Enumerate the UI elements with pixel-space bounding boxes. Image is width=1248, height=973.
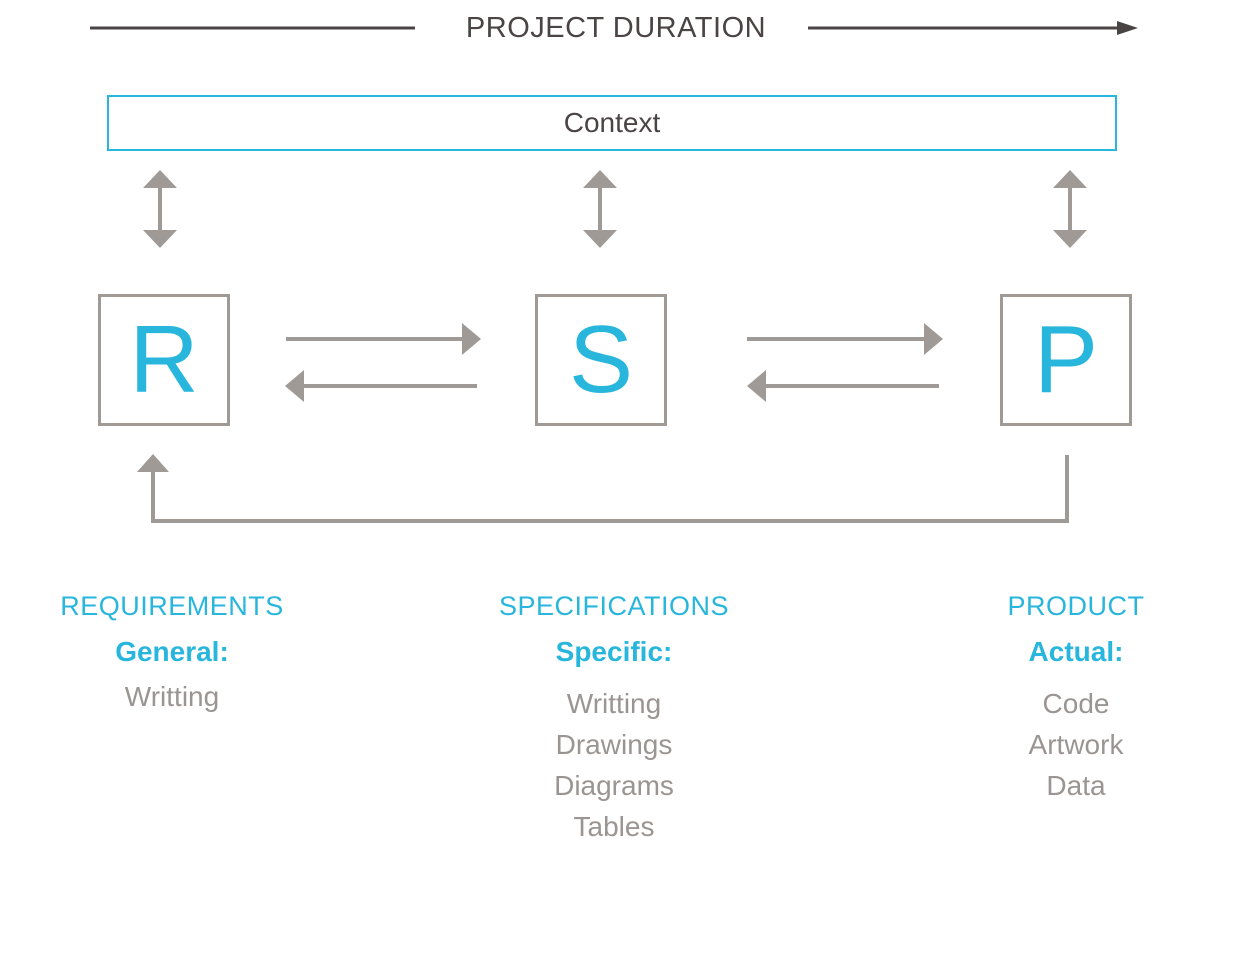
specifications-subheading: Specific: (555, 636, 673, 667)
specifications-column: SPECIFICATIONS Specific: Writting Drawin… (454, 588, 774, 847)
specifications-item: Tables (573, 811, 655, 842)
context-box (107, 95, 1117, 151)
s-to-r-arrow (285, 370, 477, 402)
context-label: Context (563, 107, 661, 138)
s-to-p-arrow (747, 323, 943, 355)
product-heading: PRODUCT (1007, 591, 1145, 621)
node-p-box (1000, 294, 1132, 426)
requirements-heading: REQUIREMENTS (60, 591, 284, 621)
duration-arrowhead (1117, 21, 1138, 35)
node-p-letter: P (1033, 306, 1099, 413)
requirements-column: REQUIREMENTS General: Writting (12, 588, 332, 717)
context-p-double-arrow (1053, 170, 1087, 248)
p-to-s-arrow (747, 370, 939, 402)
specifications-heading: SPECIFICATIONS (498, 591, 730, 621)
product-item: Artwork (1028, 729, 1124, 760)
node-r-box (98, 294, 230, 426)
product-item: Data (1046, 770, 1106, 801)
context-r-double-arrow (143, 170, 177, 248)
product-subheading: Actual: (1028, 636, 1124, 667)
specifications-item: Diagrams (554, 770, 674, 801)
node-r-letter: R (129, 306, 199, 413)
product-item: Code (1042, 688, 1110, 719)
specifications-item: Writting (566, 688, 662, 719)
context-s-double-arrow (583, 170, 617, 248)
requirements-subheading: General: (115, 636, 229, 667)
r-to-s-arrow (286, 323, 481, 355)
project-duration-title: PROJECT DURATION (465, 12, 767, 44)
node-s-box (535, 294, 667, 426)
requirements-item: Writting (124, 681, 220, 712)
product-column: PRODUCT Actual: Code Artwork Data (916, 588, 1236, 806)
specifications-item: Drawings (555, 729, 673, 760)
node-s-letter: S (568, 306, 634, 413)
p-to-r-feedback-arrow (137, 454, 1069, 523)
